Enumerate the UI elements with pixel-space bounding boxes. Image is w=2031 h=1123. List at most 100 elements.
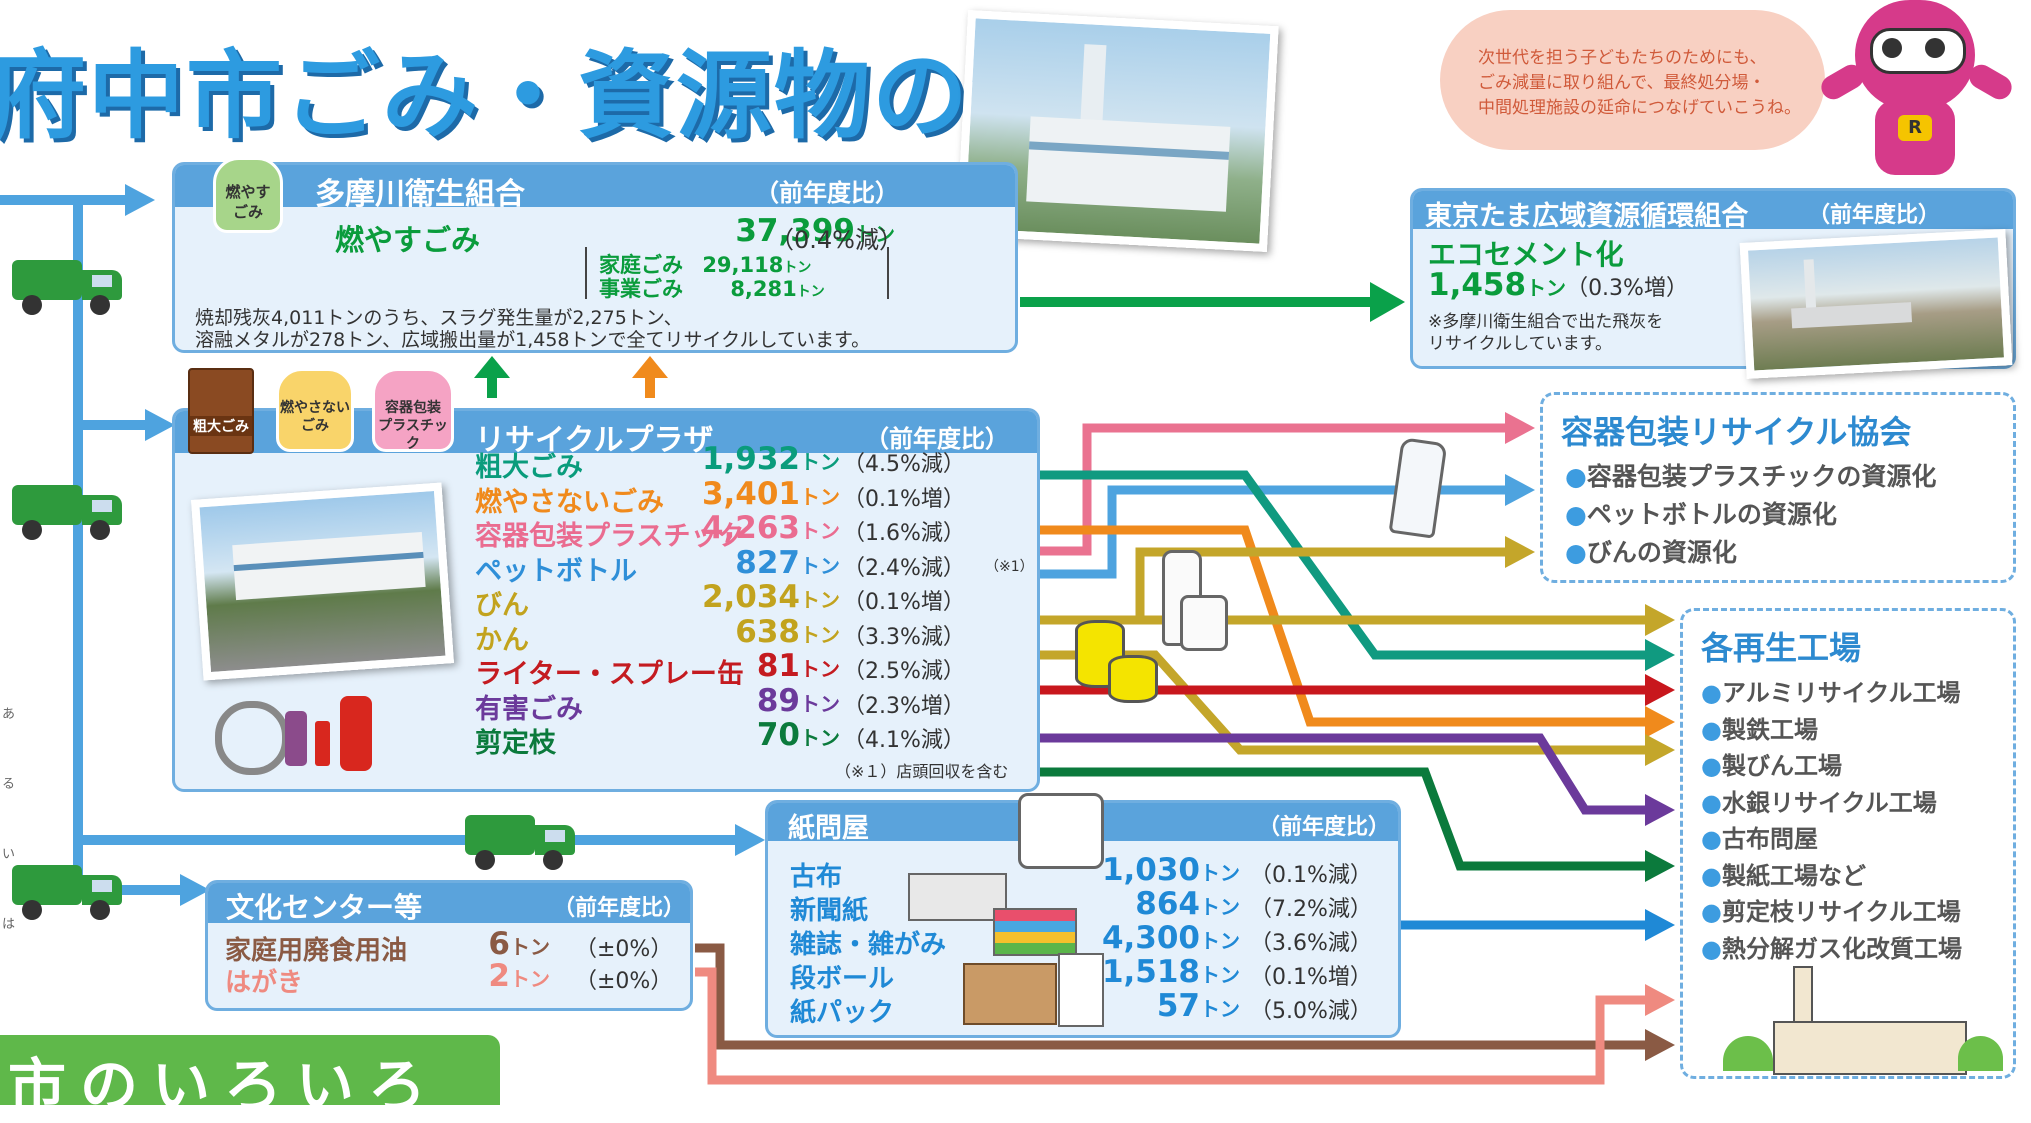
plaza-row-label: ペットボトル (475, 555, 637, 587)
speech-line: 中間処理施設の延命につなげていこうね。 (1478, 98, 1801, 118)
factory-item: 製紙工場など (1721, 861, 1866, 890)
magazine-icon (993, 908, 1077, 956)
plaza-row-label: かん (475, 624, 529, 656)
plaza-row-value: 1,932 (701, 441, 800, 477)
tama-name: 多摩川衛生組合 (315, 177, 525, 212)
trunk-arrowheads (125, 184, 765, 906)
mascot-character: R (1817, 0, 2016, 180)
culture-panel: 文化センター等 （前年度比） (205, 880, 693, 1011)
tokyo-value: 1,458 (1428, 267, 1527, 303)
shirt-icon (1018, 793, 1104, 869)
paper-row-unit: トン (1200, 963, 1240, 987)
arrow-up-orange (632, 356, 668, 398)
factory-item: 古布問屋 (1721, 825, 1818, 853)
plaza-row-unit: トン (800, 657, 840, 681)
paper-row-value: 57 (1156, 988, 1200, 1024)
paper-row-change: （3.6%減） (1250, 931, 1372, 956)
tokyo-note-line: ※多摩川衛生組合で出た飛灰を (1428, 312, 1664, 332)
arrow-up-green (474, 356, 510, 398)
plaza-footnote: （※１）店頭回収を含む (835, 762, 1009, 781)
plaza-row-value: 2,034 (701, 579, 800, 615)
tama-change: （0.4%減） (770, 226, 903, 254)
tama-panel: 多摩川衛生組合 （前年度比） 燃やす ごみ 燃やすごみ 37,399トン （0.… (172, 157, 1018, 353)
plastic-bag-icon: 容器包装 プラスチック (372, 368, 454, 452)
plaza-row-change: （2.3%増） (843, 693, 965, 719)
plaza-photo (190, 482, 455, 681)
plaza-row-label: 燃やさないごみ (475, 486, 664, 518)
plaza-row-unit: トン (800, 726, 840, 750)
plaza-row-unit: トン (800, 484, 840, 509)
tama-header: 多摩川衛生組合 （前年度比） (175, 165, 1015, 212)
tokyo-compare: （前年度比） (1808, 203, 1941, 228)
paper-row-label: 古布 (790, 862, 843, 892)
plaza-row-change: （2.5%減） (843, 659, 965, 684)
tama-item: 燃やすごみ (335, 223, 481, 257)
culture-row-change: （±0%） (575, 969, 673, 994)
garbage-truck-icon (12, 860, 127, 920)
factory-item: アルミリサイクル工場 (1721, 679, 1961, 707)
yoki-box: 容器包装リサイクル協会 ●容器包装プラスチックの資源化 ●ペットボトルの資源化 … (1540, 392, 2016, 583)
arrow-to-tokyo (1020, 282, 1405, 322)
tama-sub-label: 家庭ごみ (599, 253, 683, 277)
plaza-row-value: 827 (735, 544, 800, 581)
paper-panel: 紙問屋 （前年度比） (765, 793, 1401, 1038)
paper-row-unit: トン (1200, 895, 1240, 919)
culture-row-unit: トン (510, 967, 550, 991)
oversized-waste-icon: 粗大ごみ (188, 368, 254, 454)
plaza-name: リサイクルプラザ (475, 423, 714, 458)
flow-pink (1035, 423, 1510, 556)
tokyo-unit: トン (1526, 276, 1567, 300)
tama-note-line: 溶融メタルが278トン、広域搬出量が1,458トンで全てリサイクルしています。 (195, 329, 871, 351)
flow-arrowheads (1505, 412, 1675, 1061)
factories-box: 各再生工場 ●アルミリサイクル工場●製鉄工場●製びん工場●水銀リサイクル工場●古… (1680, 608, 2016, 1079)
plaza-row-unit: トン (800, 553, 840, 578)
plaza-row-label: 容器包装プラスチック (475, 521, 745, 552)
tama-sub-value: 8,281 (730, 277, 797, 301)
yoki-item: ペットボトルの資源化 (1586, 500, 1837, 529)
culture-row-label: はがき (225, 968, 304, 998)
flow-darkgreen (1035, 767, 1650, 871)
plaza-row-change: （0.1%増） (843, 590, 965, 615)
tama-sub-unit: トン (796, 284, 825, 300)
bottom-banner-text: 市のいろいろ (8, 1052, 441, 1120)
plaza-row-label: びん (475, 590, 529, 621)
plaza-row-value: 638 (735, 613, 800, 650)
plaza-row-label: 粗大ごみ (475, 452, 583, 483)
factory-building-icon (1723, 966, 2003, 1075)
tokyo-name: 東京たま広域資源循環組合 (1425, 201, 1749, 232)
factories-title: 各再生工場 (1701, 629, 1862, 667)
factory-item: 水銀リサイクル工場 (1721, 788, 1937, 817)
ecocement-photo (1739, 229, 2013, 379)
plaza-row-unit: トン (800, 588, 840, 612)
culture-row-change: （±0%） (575, 937, 673, 962)
paper-row-label: 段ボール (790, 964, 895, 994)
paper-row-label: 新聞紙 (790, 896, 869, 926)
tama-value: 37,399 (735, 213, 855, 249)
plaza-row-note: （※1） (985, 558, 1034, 575)
milk-carton-icon (1058, 953, 1104, 1027)
garbage-truck-icon (12, 255, 127, 315)
icon-label: 粗大ごみ (190, 416, 252, 436)
paper-row-change: （0.1%減） (1250, 863, 1372, 888)
mascot-badge: R (1898, 115, 1932, 141)
tokyo-note-line: リサイクルしています。 (1428, 334, 1612, 354)
plaza-row-label: 有害ごみ (475, 693, 583, 725)
glass-jar-icon (1180, 595, 1228, 651)
paper-row-label: 紙パック (790, 998, 895, 1028)
culture-header: 文化センター等 （前年度比） (208, 883, 690, 924)
culture-row-value: 6 (488, 926, 510, 962)
tokyo-panel: 東京たま広域資源循環組合 （前年度比） エコセメント化 1,458トン（0.3%… (1410, 188, 2016, 379)
paper-row-value: 1,518 (1101, 954, 1200, 990)
speech-line: 次世代を担う子どもたちのためにも、 (1478, 48, 1767, 68)
paper-row-unit: トン (1200, 861, 1240, 885)
tama-sub-label: 事業ごみ (599, 277, 683, 301)
tama-note-line: 焼却残灰4,011トンのうち、スラグ発生量が2,275トン、 (195, 307, 683, 329)
tama-sub-bracket: 家庭ごみ 29,118トン 事業ごみ 8,281トン (585, 247, 889, 301)
paper-row-change: （0.1%増） (1250, 965, 1372, 990)
can-icon (1108, 655, 1158, 703)
flow-salmon (695, 967, 1650, 1085)
paper-row-value: 1,030 (1101, 852, 1200, 888)
tama-unit: トン (855, 222, 895, 246)
flow-orange (1035, 525, 1650, 727)
paper-row-change: （5.0%減） (1250, 999, 1372, 1024)
